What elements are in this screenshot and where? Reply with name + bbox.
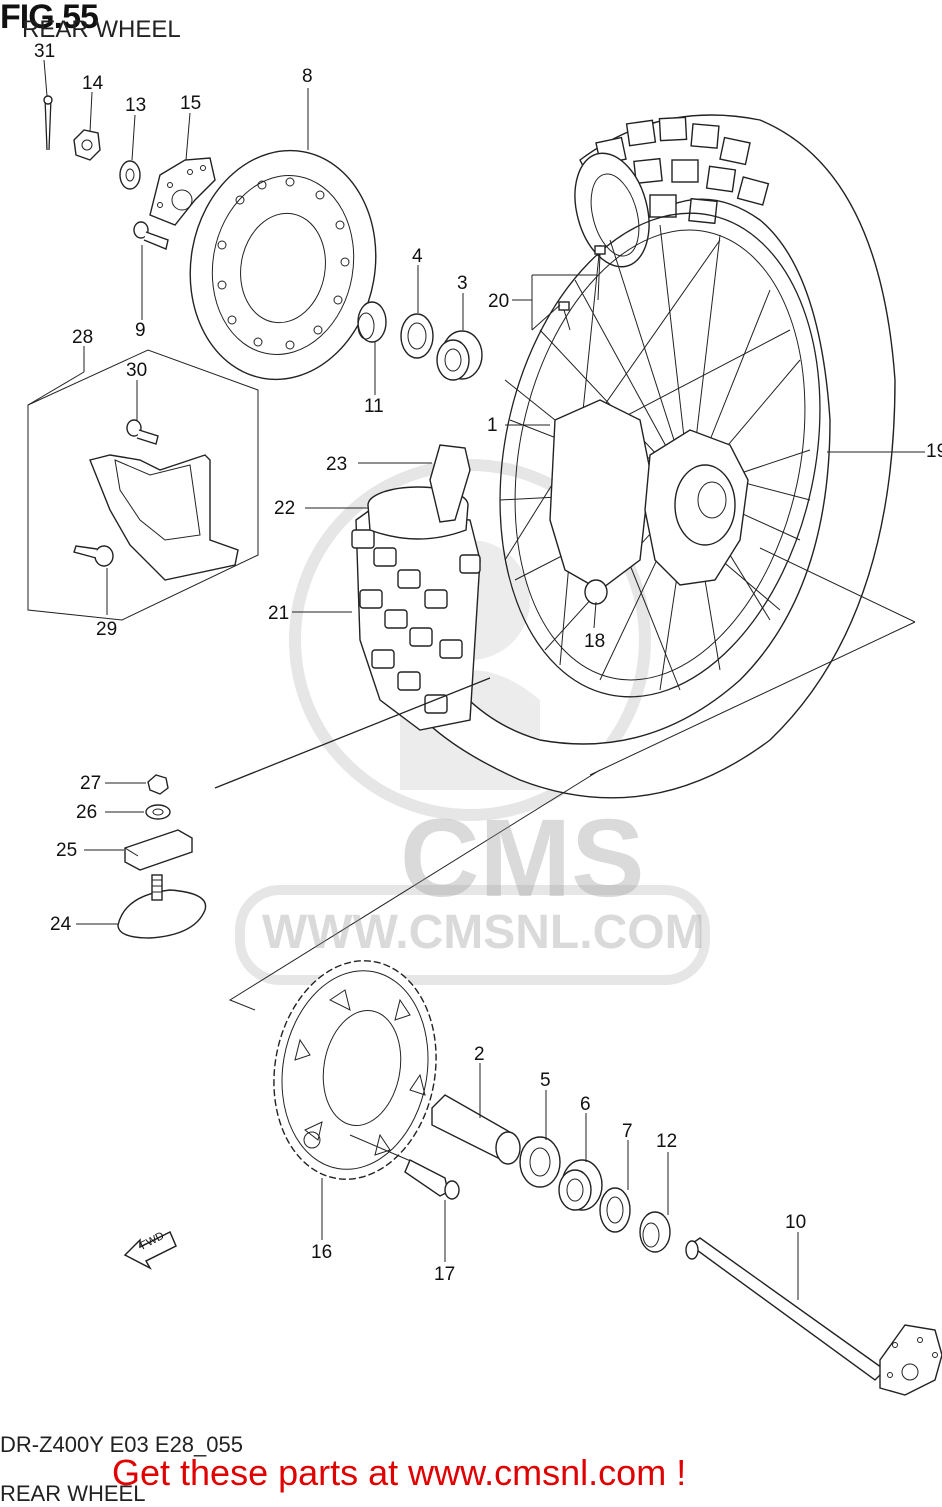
callout-19: 19: [926, 441, 942, 462]
spacer-11: [357, 301, 387, 343]
callout-6: 6: [580, 1094, 591, 1115]
oil-seal-4: [400, 313, 434, 359]
callout-9: 9: [135, 320, 146, 341]
callout-27: 27: [80, 773, 102, 794]
bearing-3: [436, 330, 483, 381]
brake-disc-8: [189, 149, 377, 381]
callout-20: 20: [488, 291, 510, 312]
nut-14: [73, 129, 101, 161]
callout-30: 30: [126, 360, 148, 381]
callout-21: 21: [268, 603, 290, 624]
fwd-arrow-icon: [123, 1230, 177, 1270]
sprocket-drum-15: [149, 157, 216, 226]
callout-2: 2: [474, 1044, 485, 1065]
rear-sprocket-16: [273, 960, 437, 1180]
callout-23: 23: [326, 454, 348, 475]
callout-28: 28: [72, 327, 94, 348]
bearing-6: [558, 1159, 603, 1211]
callout-29: 29: [96, 619, 118, 640]
washer-13: [119, 160, 141, 190]
callout-13: 13: [125, 95, 147, 116]
rear-axle-10: [685, 1237, 942, 1396]
callout-14: 14: [82, 73, 104, 94]
callout-22: 22: [274, 498, 296, 519]
valve-stem-24: [117, 874, 207, 939]
callout-15: 15: [180, 93, 202, 114]
callout-25: 25: [56, 840, 78, 861]
rear-wheel-assembly: [399, 114, 896, 799]
oil-seal-7: [599, 1187, 631, 1233]
leader-lines: [27, 59, 925, 1300]
callout-10: 10: [785, 1212, 807, 1233]
bearing-5: [519, 1136, 561, 1188]
watermark-url: WWW.CMSNL.COM: [262, 906, 705, 959]
callout-24: 24: [50, 914, 72, 935]
tube-21: [351, 509, 481, 731]
callout-18: 18: [584, 631, 606, 652]
callout-17: 17: [434, 1264, 456, 1285]
cotter-pin-31: [43, 95, 53, 151]
figure-number: FIG.55: [0, 0, 99, 36]
figure-title: REAR WHEEL: [22, 16, 181, 43]
bolt-9: [133, 221, 169, 250]
valve-cap-25: [124, 829, 193, 871]
callout-16: 16: [311, 1242, 333, 1263]
callout-5: 5: [540, 1070, 551, 1091]
collar-12: [639, 1211, 671, 1253]
callout-26: 26: [76, 802, 98, 823]
callout-11: 11: [364, 396, 384, 417]
chain-guide-group-28: [27, 349, 259, 621]
sprocket-bolt-17: [349, 1134, 460, 1200]
callout-8: 8: [302, 66, 313, 87]
buy-parts-link[interactable]: Get these parts at www.cmsnl.com !: [112, 1452, 687, 1493]
model-code: DR-Z400Y E03 E28_055: [0, 1432, 243, 1457]
callout-3: 3: [457, 273, 468, 294]
spacer-2: [431, 1094, 521, 1165]
callout-12: 12: [656, 1131, 678, 1152]
callout-4: 4: [412, 246, 423, 267]
valve-nut-27: [147, 774, 169, 795]
watermark-brand: CMS: [400, 797, 645, 920]
rim-lock-23: [429, 444, 471, 523]
callout-7: 7: [622, 1121, 633, 1142]
callout-1: 1: [487, 415, 498, 436]
valve-washer-26: [145, 804, 171, 820]
callout-31: 31: [34, 41, 56, 62]
